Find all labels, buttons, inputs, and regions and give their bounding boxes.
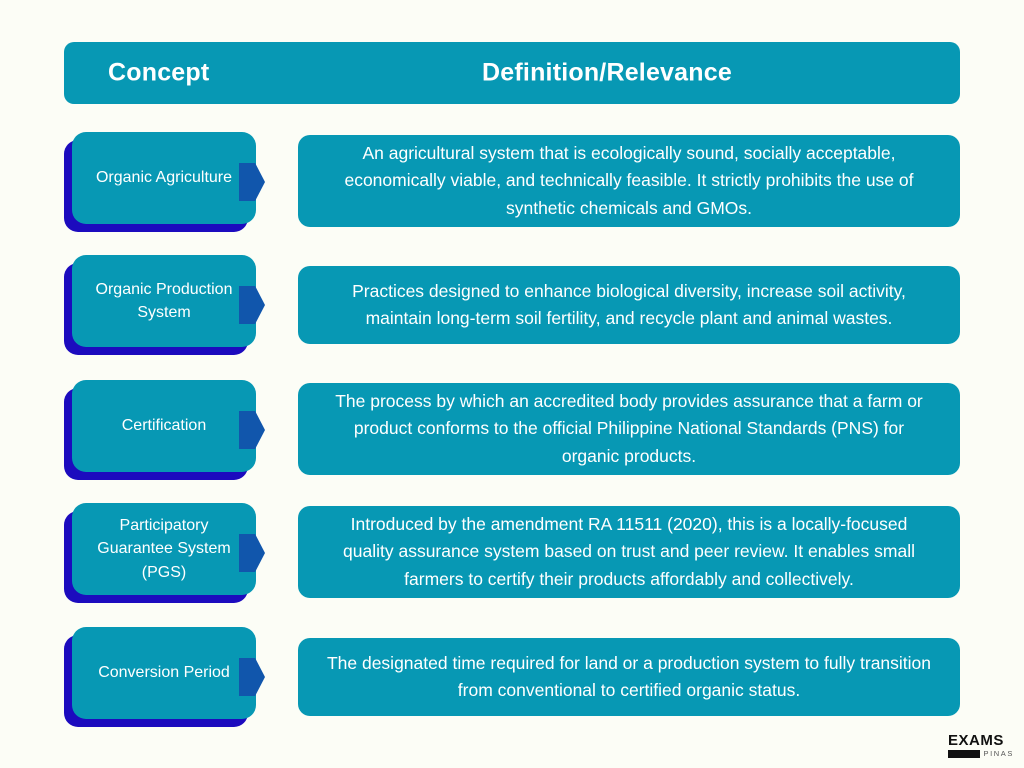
concept-cell: Conversion Period <box>64 627 265 727</box>
logo-secondary-text: PINAS <box>983 749 1014 759</box>
arrow-right-icon <box>239 534 265 572</box>
concept-label: Organic Production System <box>95 280 233 321</box>
concept-box: Organic Production System <box>72 255 256 347</box>
definition-text: Practices designed to enhance biological… <box>352 280 906 328</box>
definition-text: Introduced by the amendment RA 11511 (20… <box>343 514 915 589</box>
concept-label: Conversion Period <box>98 664 230 682</box>
arrow-right-icon <box>239 411 265 449</box>
definition-text: The designated time required for land or… <box>326 652 932 700</box>
definition-text: The process by which an accredited body … <box>335 391 923 466</box>
concept-label: Certification <box>121 417 207 435</box>
definition-text: An agricultural system that is ecologica… <box>344 143 914 218</box>
concept-cell: Participatory Guarantee System (PGS) <box>64 503 265 603</box>
table-header-bar: Concept Definition/Relevance <box>64 42 960 104</box>
definition-box: The designated time required for land or… <box>298 638 960 716</box>
concept-cell: Organic Production System <box>64 255 265 355</box>
header-definition-label: Definition/Relevance <box>482 58 732 87</box>
logo-primary-text: EXAMS <box>948 732 1004 749</box>
definition-box: Introduced by the amendment RA 11511 (20… <box>298 506 960 598</box>
definition-box: Practices designed to enhance biological… <box>298 266 960 344</box>
concept-box: Conversion Period <box>72 627 256 719</box>
concept-box: Organic Agriculture <box>72 132 256 224</box>
concept-box: Certification <box>72 380 256 472</box>
arrow-right-icon <box>239 286 265 324</box>
concept-box: Participatory Guarantee System (PGS) <box>72 503 256 595</box>
logo-bar <box>948 750 981 758</box>
definition-box: An agricultural system that is ecologica… <box>298 135 960 227</box>
arrow-right-icon <box>239 163 265 201</box>
concept-label: Organic Agriculture <box>95 169 233 187</box>
exams-pinas-logo: EXAMS PINAS <box>948 733 1014 758</box>
arrow-right-icon <box>239 658 265 696</box>
concept-cell: Organic Agriculture <box>64 132 265 232</box>
logo-secondary-row: PINAS <box>948 750 1014 758</box>
definition-box: The process by which an accredited body … <box>298 383 960 475</box>
concept-cell: Certification <box>64 380 265 480</box>
header-concept-label: Concept <box>108 58 210 87</box>
concept-label: Participatory Guarantee System (PGS) <box>97 517 231 581</box>
